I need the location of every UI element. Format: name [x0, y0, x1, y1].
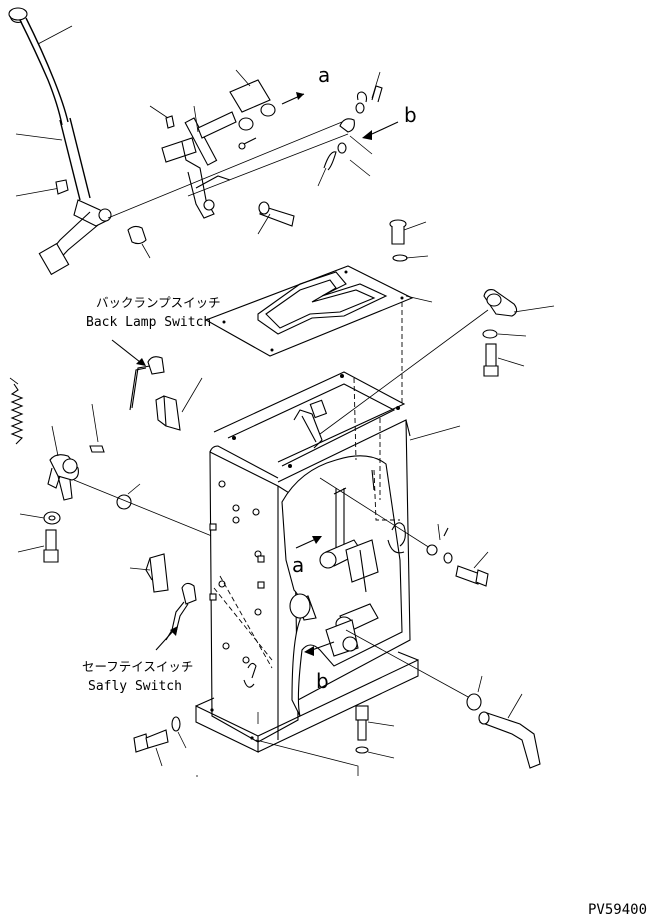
pin-top [149, 105, 175, 129]
callout-b-bottom: b [316, 669, 329, 693]
shaft-rod [193, 103, 276, 150]
left-nut [19, 511, 61, 525]
pin-center [257, 201, 295, 235]
safety-label-en: Safly Switch [88, 679, 182, 694]
right-clamp [482, 289, 555, 377]
drawing-id: PV59400 [588, 902, 647, 918]
safety-label-jp: セーフテイスイッチ [82, 659, 193, 674]
bottom-right-bolt [255, 705, 395, 776]
cover-plate [204, 265, 433, 357]
safety-switch [129, 553, 197, 641]
left-pin [89, 403, 105, 453]
small-clip-bottom [243, 662, 257, 688]
inner-shafts [289, 539, 379, 657]
callout-b-top: b [404, 103, 417, 127]
callout-a-top: a [318, 63, 330, 87]
left-clamp [47, 425, 79, 501]
back-lamp-arrow [111, 339, 146, 366]
arrow-b-bottom [304, 641, 335, 656]
safety-arrow [155, 626, 178, 651]
arrow-b-top [362, 121, 399, 140]
housing-frame [195, 371, 419, 753]
bushing-small-1 [55, 179, 69, 195]
arrow-a-top [281, 92, 305, 105]
bottom-left-bolt [133, 716, 198, 777]
back-lamp-label-en: Back Lamp Switch [86, 315, 211, 330]
back-lamp-switch [129, 356, 203, 431]
clamp-leader [319, 309, 489, 435]
lever-bracket [161, 117, 231, 219]
top-bolt [389, 219, 429, 262]
back-lamp-label-jp: バックランプスイッチ [96, 295, 221, 310]
clip-washers-top [317, 71, 383, 187]
housing-right-hardware [319, 477, 489, 587]
lower-right-rod [345, 629, 541, 769]
callout-a-bottom: a [292, 553, 304, 577]
housing-leader [409, 425, 461, 441]
bushing-callout-box [229, 69, 271, 113]
spring [9, 377, 24, 445]
shift-lever [8, 7, 112, 276]
connecting-rod-line [107, 121, 349, 219]
bushing-small-2 [127, 225, 151, 259]
left-bolt [17, 529, 59, 563]
hidden-lines [213, 302, 403, 669]
leader-lines-left [15, 25, 73, 197]
arrow-a-bottom [295, 536, 322, 549]
